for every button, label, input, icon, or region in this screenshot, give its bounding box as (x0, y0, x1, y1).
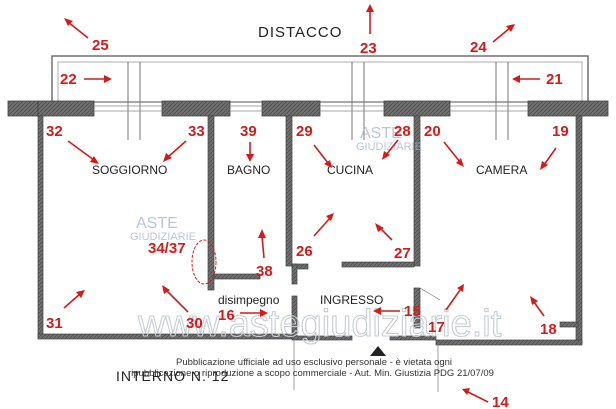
viewpoint-26: 26 (296, 243, 313, 260)
room-disimpegno: disimpegno (218, 293, 280, 307)
highlight-ellipse (191, 239, 217, 285)
viewpoint-17: 17 (428, 319, 445, 336)
viewpoint-20: 20 (424, 123, 441, 140)
viewpoint-19: 19 (552, 123, 569, 140)
top-wall (7, 100, 609, 117)
doors (293, 287, 441, 392)
viewpoint-24: 24 (470, 39, 487, 56)
viewpoint-39: 39 (240, 123, 257, 140)
viewpoint-34-37: 34/37 (148, 240, 186, 257)
viewpoint-33: 33 (188, 123, 205, 140)
walls (37, 115, 583, 346)
viewpoint-numbers: 25 23 24 22 21 32 33 39 29 28 20 19 34/3… (46, 37, 569, 409)
viewpoint-29: 29 (296, 123, 313, 140)
viewpoint-30: 30 (186, 315, 203, 332)
viewpoint-arrows (63, 4, 557, 403)
viewpoint-28: 28 (394, 123, 411, 140)
watermark-brand-left: ASTE (136, 215, 178, 232)
room-cucina: CUCINA (327, 163, 373, 177)
viewpoint-31: 31 (46, 315, 63, 332)
viewpoint-38: 38 (256, 263, 273, 280)
viewpoint-15: 15 (404, 303, 421, 320)
viewpoint-14: 14 (492, 394, 509, 409)
balcony-label: DISTACCO (258, 24, 342, 41)
watermark-site: www.astegiudiziarie.it (137, 303, 502, 345)
viewpoint-21: 21 (546, 71, 563, 88)
viewpoint-25: 25 (92, 37, 109, 54)
viewpoint-32: 32 (46, 123, 63, 140)
notice-line-2: ripubblicazione o riproduzione a scopo c… (128, 368, 494, 379)
viewpoint-23: 23 (360, 40, 377, 57)
watermark-brand-left-sub: GIUDIZIARIE (130, 231, 196, 243)
viewpoint-16: 16 (218, 307, 235, 324)
room-bagno: BAGNO (227, 163, 270, 177)
room-camera: CAMERA (476, 163, 527, 177)
viewpoint-27: 27 (394, 245, 411, 262)
room-ingresso: INGRESSO (320, 293, 383, 307)
watermark-brand-right: ASTE (360, 125, 402, 142)
viewpoint-18: 18 (540, 321, 557, 338)
balcony (51, 55, 589, 140)
viewpoint-22: 22 (60, 71, 77, 88)
unit-label: INTERNO N. 12 (116, 368, 229, 384)
notice-line-1: Pubblicazione ufficiale ad uso esclusivo… (176, 357, 452, 368)
watermark-brand-right-sub: GIUDIZIARIE (356, 141, 422, 153)
room-soggiorno: SOGGIORNO (92, 163, 167, 177)
entrance-marker (370, 346, 386, 356)
